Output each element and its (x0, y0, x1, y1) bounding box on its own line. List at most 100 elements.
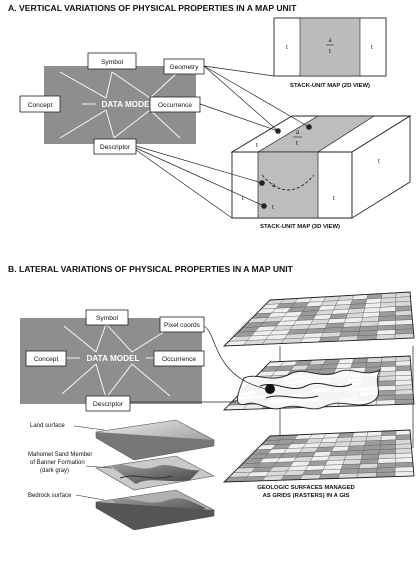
map3d-caption: STACK-UNIT MAP (3D VIEW) (260, 224, 340, 230)
raster-cell (378, 375, 396, 382)
map3d-top-t: t (296, 139, 298, 147)
map2d-caption: STACK-UNIT MAP (2D VIEW) (290, 83, 370, 89)
map3d-unit-t: t (272, 203, 274, 211)
label-land-surface: Land surface (30, 423, 65, 429)
raster-cell (365, 361, 382, 368)
raster-grid-top (222, 291, 415, 347)
raster-cell (320, 469, 342, 475)
raster-cell (299, 447, 319, 453)
raster-cell (395, 434, 411, 440)
raster-cell (335, 436, 353, 443)
raster-cell (289, 461, 311, 467)
box-symbol-a-label: Symbol (101, 59, 124, 66)
raster-cell (377, 390, 396, 396)
box-descriptor-a: Descriptor (93, 138, 137, 155)
label-mahomet-1: Mahomet Sand Member (28, 452, 92, 458)
raster-cell (339, 468, 360, 474)
raster-cell (380, 361, 397, 367)
raster-cell (335, 363, 353, 369)
raster-cell (395, 448, 413, 454)
raster-cell (329, 450, 348, 457)
raster-cell (333, 441, 352, 447)
raster-cell (357, 467, 378, 474)
data-model-b-label: DATA MODEL (86, 354, 139, 363)
map2d-left-label: t (286, 43, 288, 51)
map3d-unit-a: a (272, 181, 276, 189)
raster-cell (320, 437, 339, 443)
raster-cell (342, 459, 362, 465)
raster-cell (286, 465, 309, 472)
raster-cell (394, 394, 414, 400)
raster-cell (304, 465, 326, 471)
box-occurrence-a-label: Occurrence (158, 102, 192, 109)
map3d-front-t: t (333, 194, 335, 202)
map3d-top-a: a (296, 128, 300, 136)
raster-cell (395, 452, 413, 459)
raster-cell (350, 436, 368, 442)
box-concept-b-label: Concept (34, 356, 59, 363)
box-occurrence-b-label: Occurrence (162, 356, 196, 363)
data-model-a-label: DATA MODEL (101, 100, 154, 109)
raster-cell (265, 470, 288, 477)
stack-map-3d: a t a t t t t t STACK-UNIT MAP (3D VIEW) (230, 115, 412, 230)
raster-grids: GEOLOGIC SURFACES MANAGED AS GRIDS (RAST… (222, 291, 415, 499)
raster-cell (312, 451, 332, 457)
raster-cell (345, 450, 364, 456)
raster-cell (344, 454, 363, 461)
raster-cell (363, 444, 381, 451)
raster-cell (293, 456, 314, 462)
grid-caption-line2: AS GRIDS (RASTERS) IN A GIS (263, 493, 350, 499)
raster-cell (379, 370, 396, 377)
terrain-stack (73, 419, 215, 531)
stack-map-2d: t t a t STACK-UNIT MAP (2D VIEW) (273, 17, 387, 89)
box-descriptor-b-label: Descriptor (93, 401, 124, 408)
raster-cell (376, 394, 396, 401)
raster-cell (376, 462, 396, 469)
label-mahomet-2: of Banner Formation (30, 460, 85, 466)
raster-cell (325, 459, 345, 466)
pixel-location-marker (265, 384, 275, 394)
raster-cell (395, 360, 411, 367)
box-symbol-b-label: Symbol (96, 315, 119, 322)
raster-cell (395, 457, 413, 463)
raster-cell (378, 380, 396, 387)
raster-cell (322, 464, 344, 470)
raster-cell (362, 449, 380, 455)
map2d-right-label: t (371, 43, 373, 51)
box-concept-a: Concept (19, 95, 61, 113)
box-pixel-b: Pixel coords (159, 316, 205, 333)
raster-cell (310, 455, 330, 462)
raster-cell (317, 442, 337, 448)
box-symbol-b: Symbol (85, 309, 129, 326)
raster-cell (302, 469, 324, 476)
raster-cell (307, 460, 328, 466)
raster-cell (395, 365, 412, 372)
map2d-top-label: a (328, 36, 332, 44)
raster-cell (320, 363, 339, 370)
raster-cell (358, 463, 379, 469)
section-b-title: B. LATERAL VARIATIONS OF PHYSICAL PROPER… (8, 264, 294, 274)
raster-cell (283, 470, 306, 476)
raster-cell (364, 440, 382, 446)
raster-cell (327, 455, 347, 461)
connectors-a (135, 65, 310, 219)
grid-caption-line1: GEOLOGIC SURFACES MANAGED (257, 485, 355, 491)
raster-cell (394, 466, 414, 473)
map2d-bottom-label: t (329, 47, 331, 55)
raster-cell (379, 439, 396, 446)
raster-cell (347, 445, 365, 451)
box-occurrence-a: Occurrence (149, 96, 201, 113)
raster-cell (361, 454, 380, 460)
box-occurrence-b: Occurrence (153, 350, 205, 367)
raster-cell (380, 435, 397, 441)
raster-cell (395, 462, 414, 468)
raster-grid-outline (222, 429, 415, 483)
label-bedrock: Bedrock surface (28, 493, 72, 499)
box-geometry-a: Geometry (163, 58, 205, 75)
box-descriptor-a-label: Descriptor (100, 144, 131, 151)
box-symbol-a: Symbol (87, 52, 137, 70)
raster-cell (395, 375, 413, 381)
box-concept-b: Concept (25, 350, 67, 367)
raster-cell (315, 446, 334, 453)
